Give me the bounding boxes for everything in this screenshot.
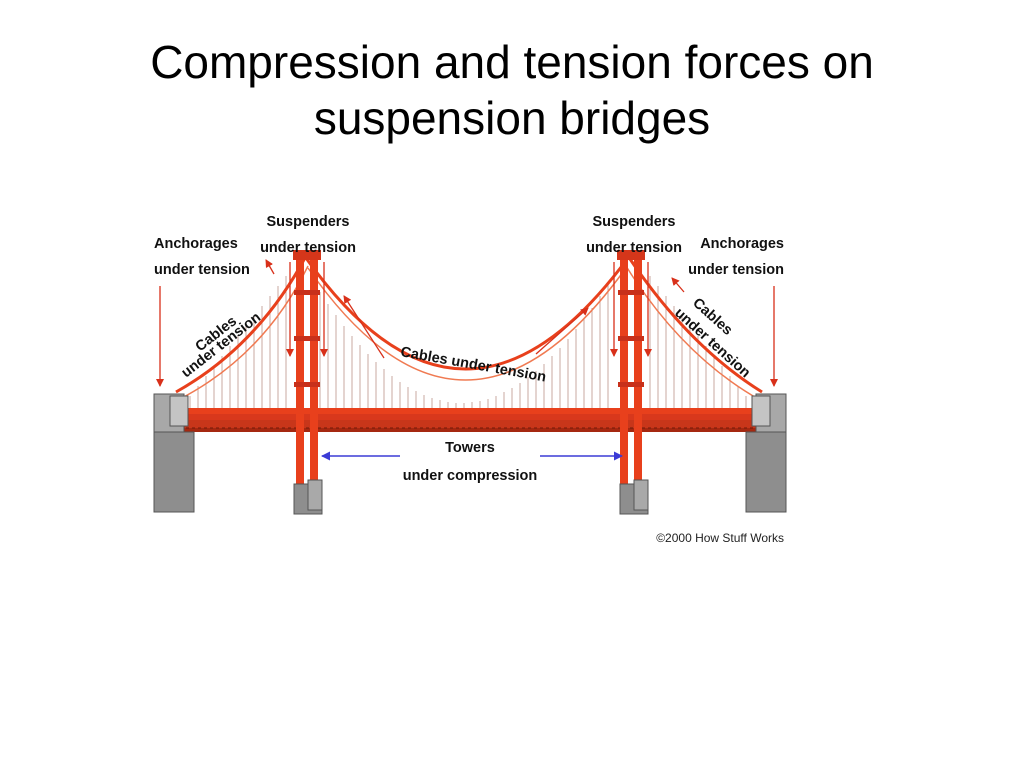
slide-title: Compression and tension forces on suspen… bbox=[60, 34, 964, 146]
label-anchorages-right-1: Anchorages bbox=[700, 236, 784, 252]
anchorage-right bbox=[745, 393, 787, 513]
cable-center-arrow-right bbox=[535, 307, 589, 355]
tension-arrows bbox=[156, 259, 778, 387]
label-anchorages-left-2: under tension bbox=[154, 262, 250, 278]
suspension-bridge-diagram: Anchorages under tension Suspenders unde… bbox=[153, 214, 787, 545]
label-suspenders-right-2: under tension bbox=[586, 240, 682, 256]
cable-left-arrow-a bbox=[265, 259, 275, 275]
title-line-2: suspension bridges bbox=[313, 92, 711, 144]
label-towers-1: Towers bbox=[445, 440, 495, 456]
cable-right-arrow-a bbox=[671, 277, 685, 293]
secondary-cables bbox=[177, 265, 761, 401]
label-suspenders-right-1: Suspenders bbox=[593, 214, 676, 230]
label-anchorages-left-1: Anchorages bbox=[154, 236, 238, 252]
title-line-1: Compression and tension forces on bbox=[150, 36, 874, 88]
suspenders-main-span bbox=[319, 284, 609, 410]
bridge-deck bbox=[172, 408, 772, 432]
suspenders-left-side-span bbox=[189, 276, 287, 410]
anchorage-left bbox=[153, 393, 195, 513]
label-anchorages-right-2: under tension bbox=[688, 262, 784, 278]
cable-center-arrow-left bbox=[343, 295, 385, 359]
label-towers-2: under compression bbox=[403, 468, 538, 484]
label-suspenders-left-2: under tension bbox=[260, 240, 356, 256]
tower-left bbox=[293, 250, 323, 515]
tower-right bbox=[617, 250, 649, 515]
label-suspenders-left-1: Suspenders bbox=[267, 214, 350, 230]
copyright-credit: ©2000 How Stuff Works bbox=[656, 531, 784, 545]
